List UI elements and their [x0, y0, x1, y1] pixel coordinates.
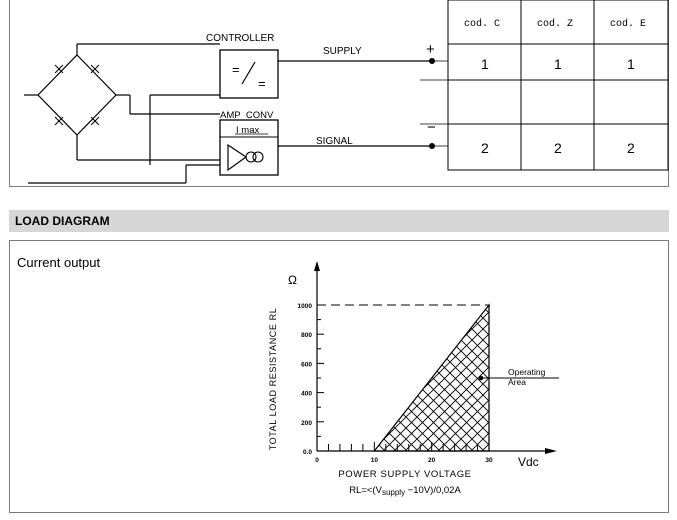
load-diagram-panel: Current output 0.0 200 400 600 800 1000 0 10 20 3…: [9, 240, 669, 513]
imax-label: I max: [236, 125, 259, 136]
x-tick-label: 0: [315, 457, 319, 464]
y-tick-label: 1000: [298, 303, 313, 310]
table-header-e: cod. E: [610, 18, 646, 30]
operating-area: [373, 303, 490, 452]
signal-label: SIGNAL: [316, 136, 353, 147]
area-label: Area: [508, 377, 526, 387]
formula-label: RL=<(Vsupply −10V)/0,02A: [349, 485, 461, 497]
supply-label: SUPPLY: [323, 46, 362, 57]
y-tick-label: 200: [301, 420, 312, 427]
code-table: [447, 0, 669, 171]
table-header-z: cod. Z: [537, 18, 573, 30]
x-axis-label: POWER SUPPLY VOLTAGE: [338, 469, 471, 480]
y-tick-label: 0.0: [303, 449, 312, 456]
sensor-bridge: [24, 43, 220, 184]
table-cell: 2: [627, 140, 635, 156]
controller-label: CONTROLLER: [206, 33, 274, 44]
amp-conv-box: [219, 119, 279, 176]
table-cell: 1: [627, 56, 635, 72]
table-header-c: cod. C: [464, 18, 500, 30]
x-unit-label: Vdc: [518, 455, 539, 469]
amp-conv-label: AMP_CONV: [220, 110, 274, 121]
y-tick-label: 400: [301, 391, 312, 398]
minus-sign: −: [427, 119, 436, 136]
x-tick-label: 30: [485, 457, 493, 464]
y-tick-label: 600: [301, 361, 312, 368]
y-axis-arrow: [314, 261, 320, 271]
wiring-diagram: = = CONTROLLER AMP_CONV I max SUPPLY SIG…: [24, 0, 669, 184]
wiring-panel: = = CONTROLLER AMP_CONV I max SUPPLY SIG…: [9, 0, 669, 187]
x-tick-label: 20: [428, 457, 436, 464]
area-label: Operating: [508, 367, 546, 377]
table-cell: 2: [554, 140, 562, 156]
plus-sign: +: [426, 41, 435, 58]
svg-text:=: =: [258, 76, 266, 91]
y-axis-label: TOTAL LOAD RESISTANCE RL: [268, 308, 278, 451]
section-header: LOAD DIAGRAM: [9, 210, 669, 232]
table-cell: 1: [481, 56, 489, 72]
section-title: LOAD DIAGRAM: [15, 214, 110, 228]
y-unit-label: Ω: [288, 273, 297, 287]
controller-box: = =: [219, 49, 279, 99]
chart-subtitle: Current output: [17, 255, 100, 270]
x-tick-label: 10: [371, 457, 379, 464]
table-cell: 2: [481, 140, 489, 156]
load-chart: Current output 0.0 200 400 600 800 1000 0 10 20 3…: [17, 255, 559, 497]
svg-text:=: =: [232, 62, 240, 77]
table-cell: 1: [554, 56, 562, 72]
x-axis-arrow: [545, 448, 557, 454]
y-tick-label: 800: [301, 332, 312, 339]
